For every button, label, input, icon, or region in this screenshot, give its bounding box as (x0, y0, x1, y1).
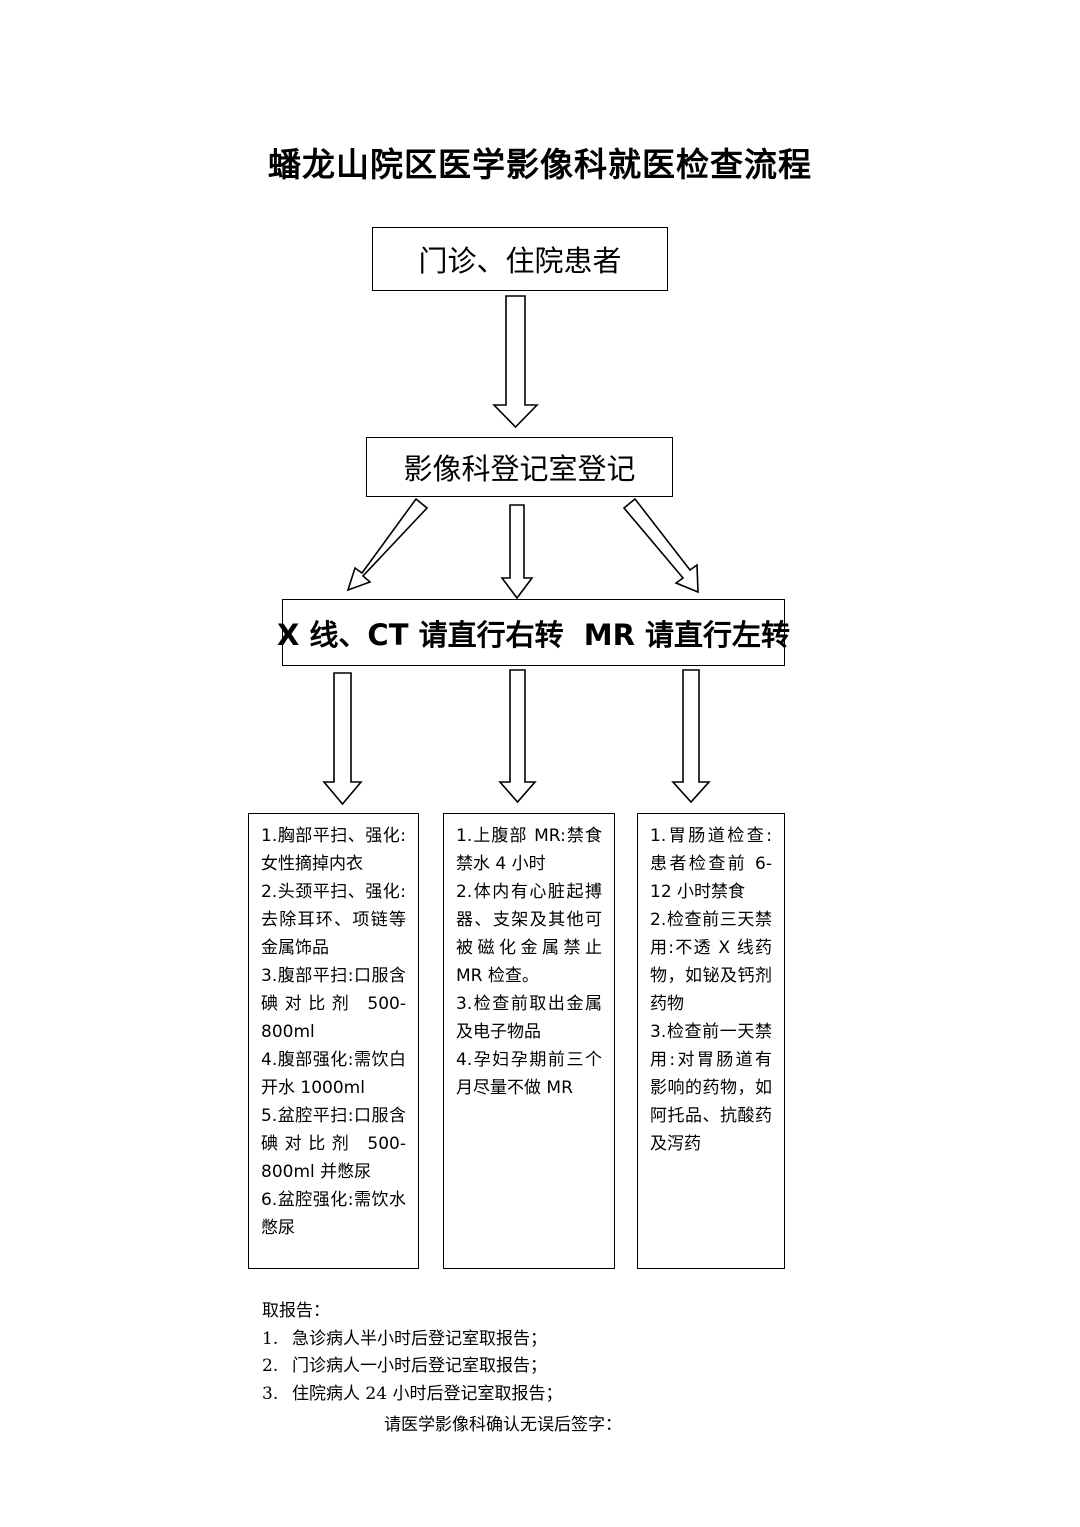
page-title: 蟠龙山院区医学影像科就医检查流程 (268, 145, 812, 184)
note-item: 5.盆腔平扫:口服含碘对比剂 500-800ml 并憋尿 (261, 1106, 406, 1182)
report-heading: 取报告： (262, 1301, 330, 1321)
step-direction: X 线、CT 请直行右转 MR 请直行左转 (277, 599, 790, 666)
step-register: 影像科登记室登记 (366, 437, 673, 497)
report-item-text: 住院病人 24 小时后登记室取报告； (292, 1383, 563, 1404)
note-item: 3.检查前一天禁用:对胃肠道有影响的药物，如阿托品、抗酸药及泻药 (650, 1022, 772, 1154)
signature-prompt: 请医学影像科确认无误后签字： (384, 1415, 622, 1435)
report-item: 1. 急诊病人半小时后登记室取报告； (262, 1326, 562, 1354)
notes-xray-ct: 1.胸部平扫、强化:女性摘掉内衣 2.头颈平扫、强化:去除耳环、项链等金属饰品 … (248, 813, 419, 1269)
report-item-number: 3. (262, 1383, 279, 1404)
note-item: 3.检查前取出金属及电子物品 (456, 994, 602, 1042)
note-item: 1.胸部平扫、强化:女性摘掉内衣 (261, 826, 406, 874)
note-item: 1.上腹部 MR:禁食禁水 4 小时 (456, 826, 602, 874)
step-patients-label: 门诊、住院患者 (418, 244, 622, 278)
report-item: 2. 门诊病人一小时后登记室取报告； (262, 1353, 562, 1381)
arrow-down-center (500, 504, 534, 600)
arrow-down-col3 (671, 669, 711, 804)
note-item: 2.体内有心脏起搏器、支架及其他可被磁化金属禁止 MR 检查。 (456, 882, 602, 986)
notes-gi: 1.胃肠道检查:患者检查前 6-12 小时禁食 2.检查前三天禁用:不透 X 线… (637, 813, 785, 1269)
report-item-number: 1. (262, 1328, 279, 1349)
arrow-down-1 (492, 295, 539, 429)
arrow-down-col1 (322, 672, 363, 806)
note-item: 6.盆腔强化:需饮水憋尿 (261, 1190, 406, 1238)
note-item: 1.胃肠道检查:患者检查前 6-12 小时禁食 (650, 826, 772, 902)
note-item: 4.腹部强化:需饮白开水 1000ml (261, 1050, 406, 1098)
arrow-diag-left (346, 497, 429, 592)
report-item-text: 门诊病人一小时后登记室取报告； (292, 1356, 547, 1376)
step-direction-label: X 线、CT 请直行右转 MR 请直行左转 (276, 617, 791, 652)
arrow-down-col2 (498, 669, 537, 804)
report-section: 取报告： 1. 急诊病人半小时后登记室取报告； 2. 门诊病人一小时后登记室取报告；… (262, 1298, 562, 1408)
notes-mr: 1.上腹部 MR:禁食禁水 4 小时 2.体内有心脏起搏器、支架及其他可被磁化金… (443, 813, 615, 1269)
step-patients: 门诊、住院患者 (372, 227, 668, 291)
report-item-text: 急诊病人半小时后登记室取报告； (292, 1328, 547, 1349)
note-item: 3.腹部平扫:口服含碘对比剂 500-800ml (261, 966, 406, 1042)
arrow-diag-right (622, 497, 699, 594)
note-item: 4.孕妇孕期前三个月尽量不做 MR (456, 1050, 602, 1098)
step-register-label: 影像科登记室登记 (403, 452, 636, 486)
report-item-number: 2. (262, 1356, 279, 1376)
note-item: 2.检查前三天禁用:不透 X 线药物，如铋及钙剂药物 (650, 910, 772, 1014)
report-item: 3. 住院病人 24 小时后登记室取报告； (262, 1381, 562, 1409)
note-item: 2.头颈平扫、强化:去除耳环、项链等金属饰品 (261, 882, 406, 958)
